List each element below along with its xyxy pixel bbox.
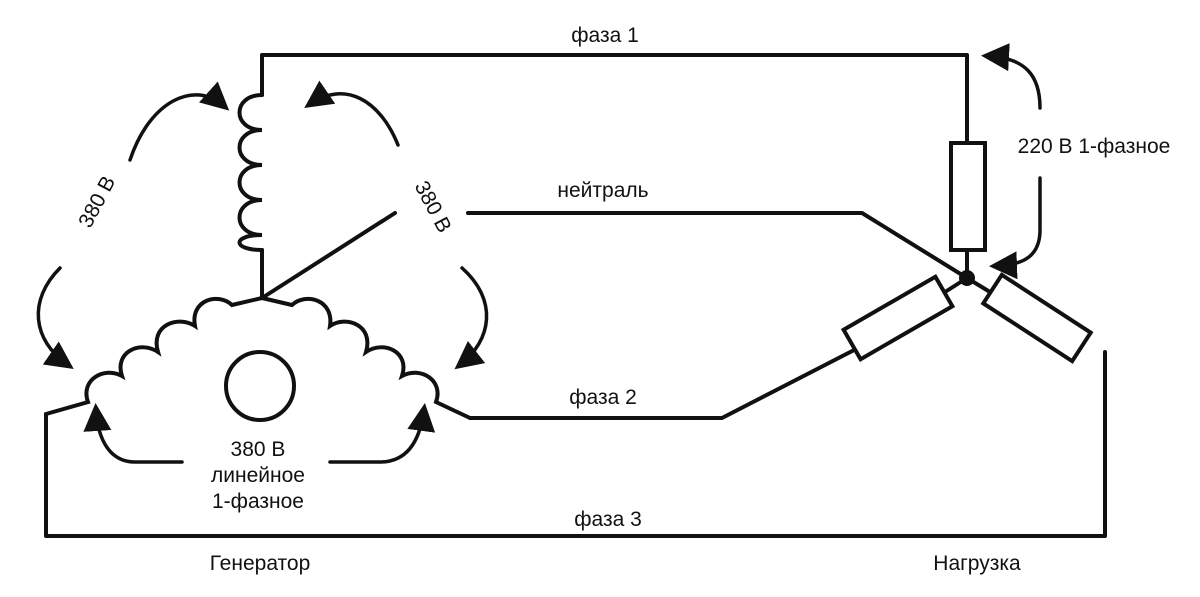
label-phase-voltage: 220 В 1-фазное xyxy=(1018,135,1171,158)
load-star-node xyxy=(959,270,975,286)
arrow-right-bottom-icon xyxy=(454,266,489,370)
label-generator: Генератор xyxy=(210,552,311,575)
arrow-left-top-icon xyxy=(128,81,230,162)
arrow-bottom-left-icon xyxy=(83,403,184,464)
load-resistor-phase2 xyxy=(840,274,956,362)
arrow-bottom-right-icon xyxy=(328,403,436,464)
generator-coil-top xyxy=(237,93,264,252)
label-phase1: фаза 1 xyxy=(571,24,639,47)
neutral-wire-load xyxy=(466,211,969,280)
load-resistor-phase3 xyxy=(980,272,1094,364)
label-phase3: фаза 3 xyxy=(574,508,642,531)
generator-rotor xyxy=(224,350,296,422)
arrow-load-bottom-icon xyxy=(989,176,1042,280)
label-phase2: фаза 2 xyxy=(569,386,637,409)
label-line-voltage-right: 380 В xyxy=(410,177,456,236)
load-resistor-phase1 xyxy=(949,141,987,252)
label-bottom-line3: 1-фазное xyxy=(212,490,304,513)
label-neutral: нейтраль xyxy=(557,179,648,202)
phase3-wire xyxy=(44,350,1107,538)
label-bottom-line1: 380 В xyxy=(231,438,286,461)
generator-coil-right xyxy=(260,296,472,420)
arrow-load-top-icon xyxy=(981,43,1042,110)
label-bottom-line2: линейное xyxy=(211,464,305,487)
arrow-right-top-icon xyxy=(304,80,400,147)
label-line-voltage-left: 380 В xyxy=(74,172,120,231)
arrow-left-bottom-icon xyxy=(36,266,74,369)
phase1-wire xyxy=(260,53,969,145)
phase2-wire xyxy=(468,346,860,420)
neutral-wire xyxy=(260,211,397,300)
generator-coil-left xyxy=(44,296,264,416)
label-load: Нагрузка xyxy=(933,552,1021,575)
